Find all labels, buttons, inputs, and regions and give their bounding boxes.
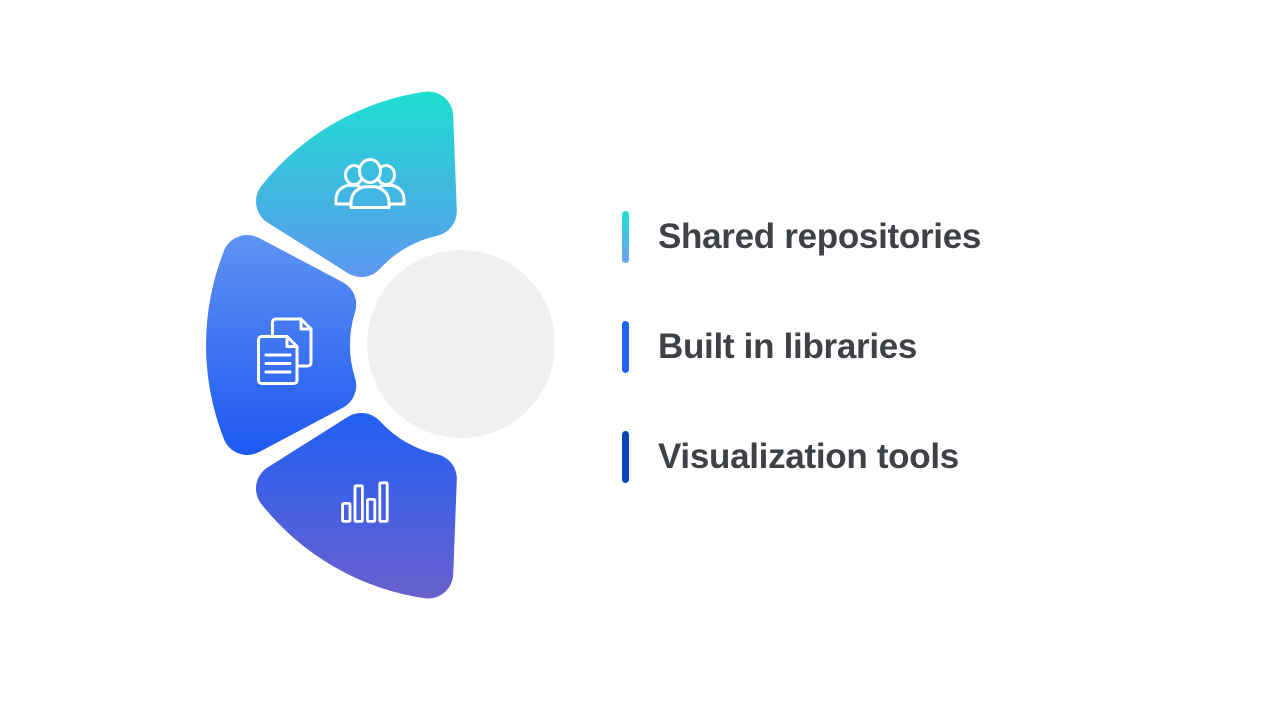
legend-item-label: Shared repositories <box>658 217 982 256</box>
center-circle <box>367 250 555 438</box>
wedge-visualization-tools <box>255 412 457 599</box>
legend-item-label: Visualization tools <box>658 437 959 476</box>
legend-color-bar <box>622 211 629 263</box>
legend-item: Built in libraries <box>622 321 917 373</box>
legend-color-bar <box>622 321 629 373</box>
documents-icon <box>257 317 313 385</box>
users-icon <box>334 158 406 209</box>
legend-item: Visualization tools <box>622 431 959 483</box>
legend-item-label: Built in libraries <box>658 327 918 366</box>
legend-item: Shared repositories <box>622 211 981 263</box>
bar-chart-icon <box>341 481 389 523</box>
legend-color-bar <box>622 431 629 483</box>
